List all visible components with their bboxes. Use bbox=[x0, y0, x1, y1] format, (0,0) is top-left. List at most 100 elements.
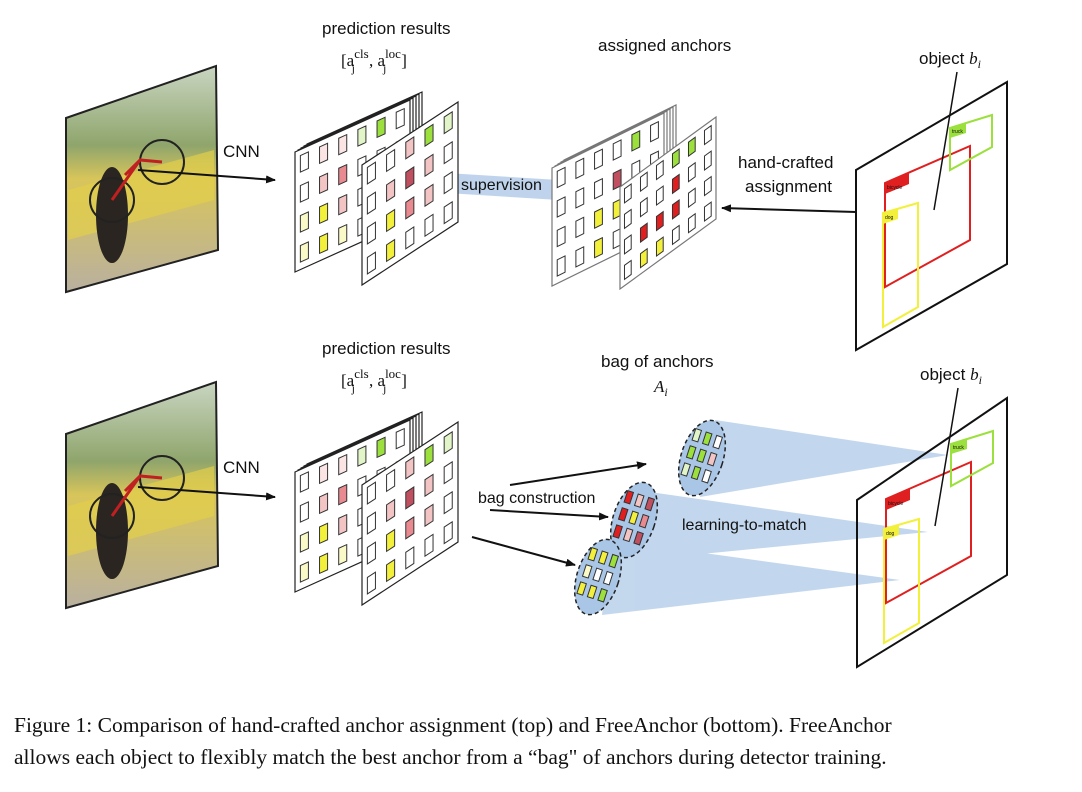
anchor-cell bbox=[366, 541, 376, 565]
anchor-cell bbox=[671, 224, 680, 246]
bag-of-anchors-title: bag of anchors bbox=[601, 352, 713, 371]
anchor-cell bbox=[703, 201, 712, 223]
anchor-cell bbox=[405, 456, 415, 480]
bag-arrow-2 bbox=[489, 509, 609, 521]
cnn-label-bottom: CNN bbox=[223, 458, 260, 477]
bag-symbol: Ai bbox=[653, 377, 668, 399]
object-label-top: object bi bbox=[919, 49, 981, 71]
bag-arrow-3 bbox=[471, 536, 576, 567]
assignment-label-line1: hand-crafted bbox=[738, 153, 833, 172]
anchor-cell bbox=[696, 448, 708, 464]
input-photo-bottom bbox=[65, 380, 220, 610]
anchor-cell bbox=[405, 546, 415, 570]
anchor-cell bbox=[299, 471, 309, 493]
anchor-cell bbox=[386, 528, 396, 553]
anchor-cell bbox=[319, 202, 329, 225]
anchor-cell bbox=[405, 136, 415, 160]
anchor-cell bbox=[655, 236, 664, 258]
anchor-cell bbox=[338, 453, 348, 476]
anchor-cell bbox=[703, 150, 712, 172]
anchor-cell bbox=[631, 130, 641, 152]
anchor-cell bbox=[575, 246, 585, 268]
anchor-cell bbox=[366, 481, 376, 505]
anchor-cell bbox=[608, 553, 620, 569]
anchor-cell bbox=[443, 170, 453, 195]
anchor-cell bbox=[366, 191, 376, 215]
anchor-cell bbox=[671, 173, 680, 195]
anchor-cell bbox=[594, 148, 603, 171]
anchor-cell bbox=[655, 210, 664, 232]
anchor-cell bbox=[685, 445, 697, 460]
anchor-cell bbox=[338, 163, 348, 186]
anchor-cell bbox=[691, 428, 703, 443]
anchor-cell bbox=[556, 225, 566, 248]
anchor-cell bbox=[597, 550, 609, 565]
anchor-cell bbox=[638, 513, 650, 529]
anchor-cell bbox=[299, 211, 309, 233]
caption-line-2: allows each object to flexibly match the… bbox=[14, 745, 887, 769]
anchor-cell bbox=[655, 159, 664, 181]
anchor-cell bbox=[386, 148, 396, 173]
anchor-cell bbox=[687, 187, 696, 209]
anchor-cell bbox=[443, 110, 453, 135]
anchor-cell bbox=[319, 172, 329, 195]
anchor-cell bbox=[575, 187, 585, 209]
anchor-cell bbox=[424, 213, 434, 238]
anchor-cell bbox=[424, 443, 434, 468]
bicycle-box bbox=[885, 460, 972, 605]
anchor-cell bbox=[319, 552, 329, 575]
anchor-cell bbox=[556, 255, 566, 277]
anchor-cell bbox=[594, 236, 603, 259]
anchor-cell bbox=[299, 181, 309, 203]
anchor-cell bbox=[623, 259, 632, 281]
svg-text:dog: dog bbox=[885, 215, 894, 221]
svg-text:bicycle: bicycle bbox=[888, 501, 904, 507]
cone-top bbox=[700, 420, 948, 497]
anchor-cell bbox=[405, 226, 415, 250]
anchor-cell bbox=[623, 490, 635, 505]
learning-to-match-label: learning-to-match bbox=[682, 517, 807, 534]
anchor-bag-3 bbox=[573, 538, 623, 616]
cone-bottom bbox=[602, 540, 900, 615]
anchor-cell bbox=[602, 570, 614, 586]
anchor-cell bbox=[597, 588, 608, 603]
anchor-cell bbox=[575, 216, 585, 239]
anchor-cell bbox=[338, 543, 348, 566]
anchor-cell bbox=[644, 496, 656, 512]
anchor-cell bbox=[299, 531, 309, 553]
anchor-cell bbox=[424, 503, 434, 528]
anchor-cell bbox=[701, 431, 713, 446]
anchor-bag-1 bbox=[677, 419, 727, 497]
anchor-cell bbox=[424, 153, 434, 178]
cnn-arrow-bottom bbox=[137, 486, 276, 501]
anchor-cell bbox=[299, 501, 309, 523]
anchor-cell bbox=[357, 445, 367, 467]
anchor-cell bbox=[395, 427, 405, 450]
truck-box bbox=[949, 113, 993, 172]
anchor-cell bbox=[386, 178, 396, 203]
anchor-cell bbox=[703, 175, 712, 197]
prediction-map-front-bottom bbox=[361, 420, 459, 607]
svg-text:dog: dog bbox=[886, 531, 895, 537]
svg-text:truck: truck bbox=[952, 129, 963, 135]
object-label-bottom: object bi bbox=[920, 365, 982, 387]
anchor-cell bbox=[576, 581, 587, 596]
anchor-cell bbox=[338, 513, 348, 536]
anchor-cell bbox=[712, 434, 724, 450]
anchor-cell bbox=[680, 462, 691, 477]
anchor-cell bbox=[319, 492, 329, 515]
object-frame-top: bicycle dog truck object bi bbox=[855, 49, 1008, 352]
anchor-cell bbox=[386, 238, 396, 263]
object-frame-bottom: bicycle dog truck object bi bbox=[856, 365, 1008, 669]
anchor-cell bbox=[338, 133, 348, 156]
truck-box bbox=[950, 429, 994, 488]
anchor-cell bbox=[443, 460, 453, 485]
anchor-cell bbox=[581, 564, 593, 579]
anchor-cell bbox=[592, 567, 604, 583]
anchor-cell bbox=[395, 107, 405, 130]
anchor-cell bbox=[319, 522, 329, 545]
anchor-cell bbox=[701, 469, 712, 484]
anchor-cell bbox=[424, 183, 434, 208]
anchor-cell bbox=[622, 527, 634, 543]
